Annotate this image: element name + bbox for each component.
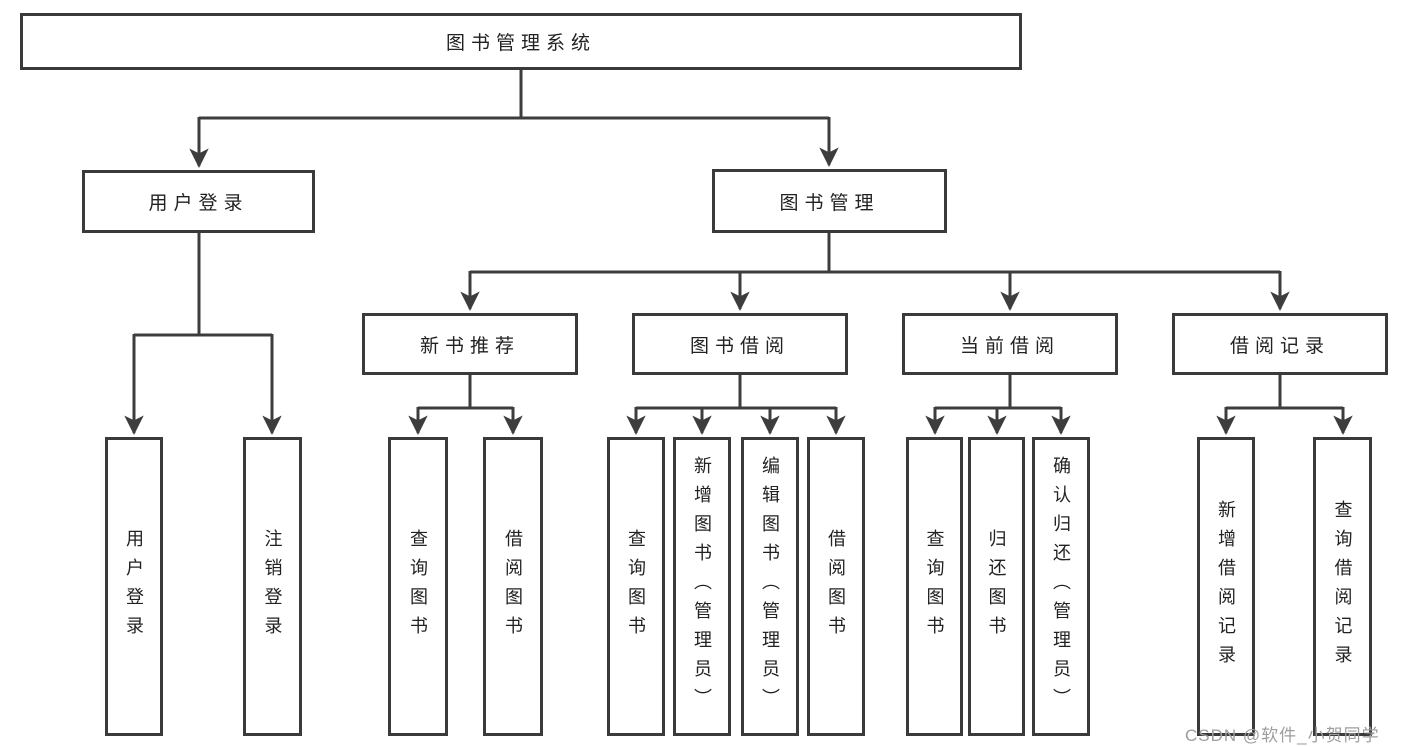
leaf-recommend-query-books: 查询图书 <box>388 437 448 736</box>
leaf-label: 查询借阅记录 <box>1332 499 1353 674</box>
connector-recommendation-trunk <box>418 375 513 410</box>
csdn-watermark: CSDN @软件_小贺同学 <box>1185 726 1380 745</box>
node-borrowing-records: 借阅记录 <box>1172 313 1388 375</box>
leaf-user-login: 用户登录 <box>105 437 163 736</box>
node-new-book-recommendation: 新书推荐 <box>362 313 578 375</box>
leaf-label: 借阅图书 <box>503 528 523 645</box>
connector-current-trunk <box>935 375 1061 410</box>
leaf-label: 确认归还（管理员） <box>1051 456 1071 717</box>
leaf-logout-login: 注销登录 <box>243 437 302 736</box>
leaf-current-return-books: 归还图书 <box>968 437 1025 736</box>
node-book-management: 图书管理 <box>712 169 947 233</box>
node-label: 图书借阅 <box>689 335 790 357</box>
leaf-label: 查询图书 <box>626 528 646 645</box>
node-book-borrowing: 图书借阅 <box>632 313 848 375</box>
leaf-records-query-record: 查询借阅记录 <box>1313 437 1372 736</box>
leaf-label: 编辑图书（管理员） <box>760 456 780 717</box>
node-label: 图书管理系统 <box>445 33 596 54</box>
leaf-recommend-borrow-books: 借阅图书 <box>483 437 543 736</box>
connector-records-trunk <box>1226 375 1343 410</box>
leaf-label: 借阅图书 <box>826 528 846 645</box>
leaf-label: 注销登录 <box>262 528 283 645</box>
leaf-current-confirm-return-admin: 确认归还（管理员） <box>1032 437 1090 736</box>
leaf-borrowing-edit-books-admin: 编辑图书（管理员） <box>741 437 799 736</box>
node-label: 用户登录 <box>148 193 249 214</box>
leaf-label: 查询图书 <box>408 528 428 645</box>
node-label: 新书推荐 <box>419 335 520 357</box>
node-library-management-system: 图书管理系统 <box>20 13 1022 70</box>
connector-user-login-trunk <box>134 233 272 337</box>
leaf-label: 用户登录 <box>124 528 144 645</box>
leaf-borrowing-query-books: 查询图书 <box>607 437 665 736</box>
connector-root-trunk <box>199 70 829 120</box>
node-current-borrowing: 当前借阅 <box>902 313 1118 375</box>
leaf-current-query-books: 查询图书 <box>906 437 963 736</box>
leaf-records-add-record: 新增借阅记录 <box>1197 437 1255 736</box>
leaf-label: 查询图书 <box>924 528 945 645</box>
node-label: 图书管理 <box>779 192 880 214</box>
connector-book-management-trunk <box>470 233 1280 274</box>
leaf-borrowing-add-books-admin: 新增图书（管理员） <box>673 437 731 736</box>
node-label: 当前借阅 <box>959 335 1060 357</box>
leaf-label: 新增借阅记录 <box>1216 499 1236 674</box>
leaf-label: 新增图书（管理员） <box>692 456 712 717</box>
leaf-label: 归还图书 <box>986 528 1007 645</box>
leaf-borrowing-borrow-books: 借阅图书 <box>807 437 865 736</box>
node-label: 借阅记录 <box>1229 335 1330 357</box>
node-user-login: 用户登录 <box>82 170 315 233</box>
connector-borrowing-trunk <box>636 375 836 410</box>
